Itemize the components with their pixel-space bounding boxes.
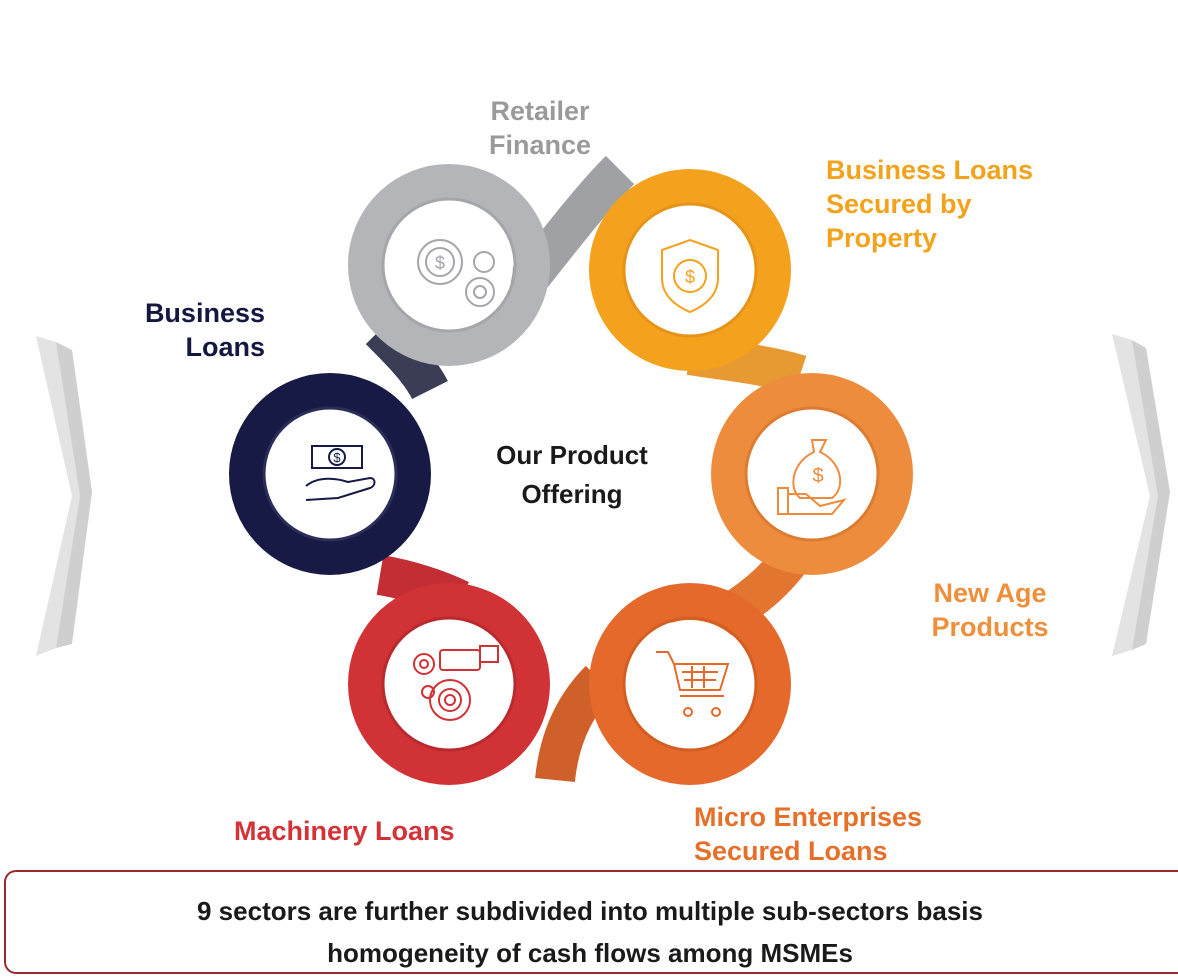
label-business-loans-secured-by-property: Business Loans Secured by Property	[826, 153, 1033, 255]
svg-text:$: $	[812, 465, 823, 487]
label-new-age-products: New Age Products	[880, 576, 1100, 644]
ring-micro-enterprises-secured-loans	[589, 583, 791, 785]
ring-machinery-loans	[348, 583, 550, 785]
label-line: Business	[144, 298, 265, 328]
shield-dollar-icon: $	[661, 238, 719, 314]
label-line: Loans	[185, 332, 265, 362]
label-line: Micro Enterprises	[694, 802, 923, 832]
svg-text:$: $	[333, 450, 341, 465]
svg-text:$: $	[685, 267, 695, 287]
label-business-loans: Business Loans	[120, 296, 265, 364]
label-micro-enterprises-secured-loans: Micro Enterprises Secured Loans	[694, 800, 922, 868]
center-label: Our Product Offering	[452, 436, 692, 514]
label-line: Property	[826, 223, 938, 253]
label-line: Machinery Loans	[234, 816, 455, 846]
label-line: Secured Loans	[694, 836, 888, 866]
label-line: Secured by	[826, 189, 972, 219]
shopping-cart-icon	[656, 651, 730, 717]
svg-text:$: $	[435, 253, 445, 273]
center-label-line2: Offering	[521, 479, 623, 509]
ring-retailer-finance	[348, 164, 550, 366]
footer-box	[4, 870, 1178, 974]
ring-business-loans-secured-by-property	[589, 169, 791, 371]
label-line: Business Loans	[826, 155, 1034, 185]
label-machinery-loans: Machinery Loans	[234, 814, 455, 848]
money-bag-hand-icon: $	[777, 439, 847, 515]
right-chevron-decoration	[1112, 334, 1170, 656]
ring-business-loans	[229, 373, 431, 575]
gears-dollar-icon: $	[417, 239, 495, 307]
center-label-line1: Our Product	[496, 440, 648, 470]
footer-line2: homogeneity of cash flows among MSMEs	[327, 938, 853, 968]
left-chevron-decoration	[36, 336, 92, 656]
footer-line1: 9 sectors are further subdivided into mu…	[197, 896, 983, 926]
label-line: New Age	[933, 578, 1047, 608]
label-line: Finance	[488, 130, 592, 160]
label-line: Products	[931, 612, 1049, 642]
ring-new-age-products	[711, 373, 913, 575]
label-retailer-finance: Retailer Finance	[450, 94, 630, 162]
machinery-gear-icon	[413, 645, 499, 721]
cash-hand-icon: $	[305, 445, 376, 501]
footer-text: 9 sectors are further subdivided into mu…	[60, 890, 1120, 974]
label-line: Retailer	[490, 96, 590, 126]
